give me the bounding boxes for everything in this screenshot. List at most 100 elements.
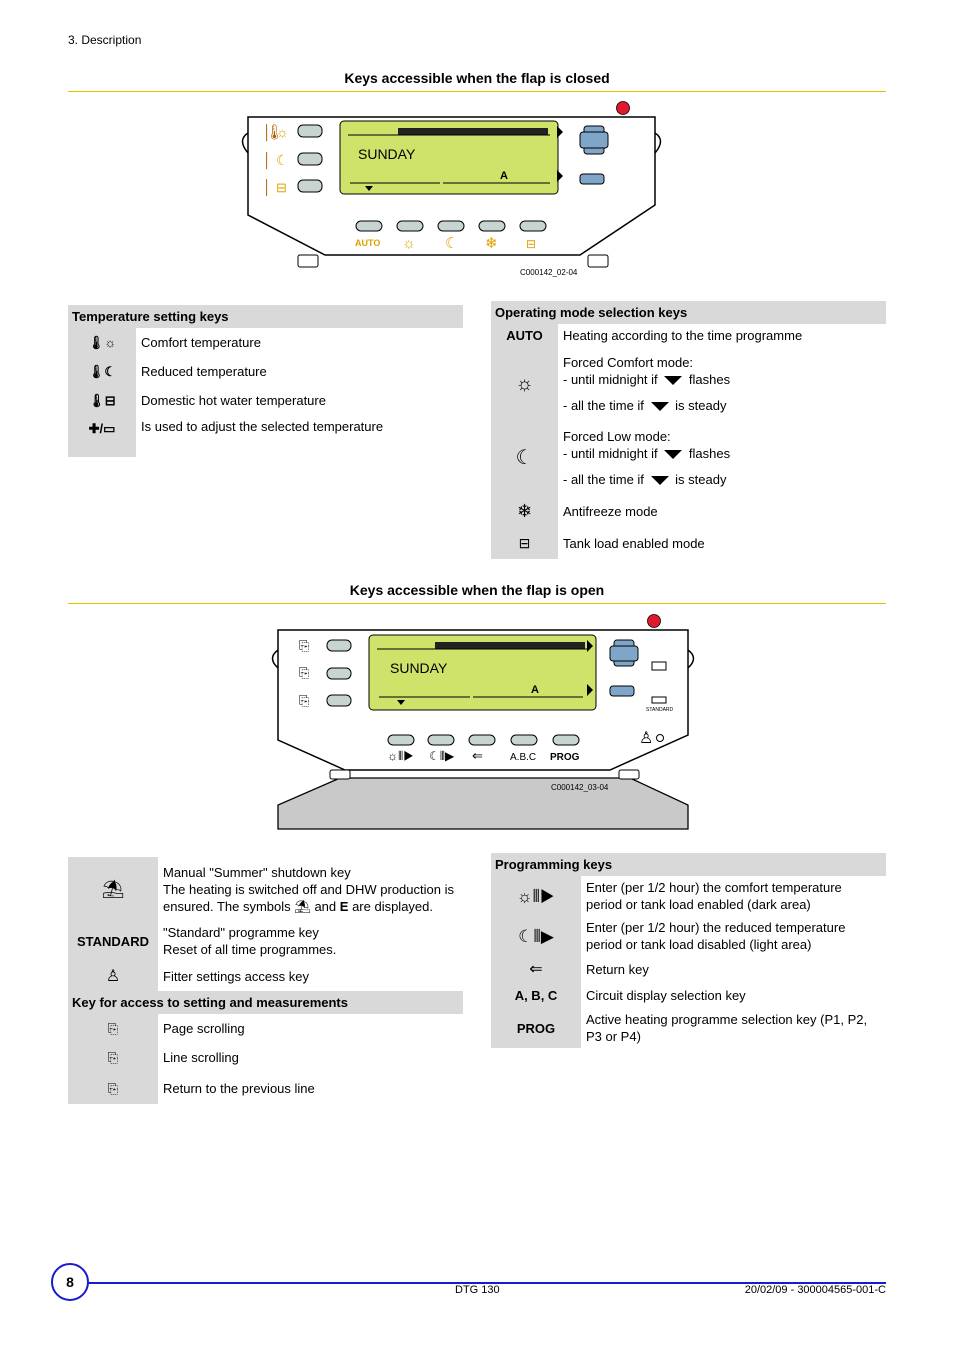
all-prefix: - all the time if [563,398,644,413]
svg-text:☼⦀▶: ☼⦀▶ [387,749,414,763]
access-keys-header: Key for access to setting and measuremen… [68,991,463,1014]
auto-text: Heating according to the time programme [563,328,803,343]
svg-text:☼: ☼ [402,235,416,252]
antifreeze-text: Antifreeze mode [563,503,658,519]
summer-symbol-icon: ⛱ [294,898,311,914]
thermometer-moon-icon: 🌡☾ [68,357,136,386]
svg-text:⊟: ⊟ [276,180,287,195]
abc-label: A, B, C [491,982,581,1008]
svg-text:☼: ☼ [276,124,289,140]
steady-triangle-icon [650,402,669,412]
svg-text:│: │ [263,124,272,142]
figure-code-open: C000142_03-04 [551,783,609,792]
footer-product: DTG 130 [455,1284,500,1296]
all-prefix: - all the time if [563,472,644,487]
section-title-closed: Keys accessible when the flap is closed [344,70,610,86]
page-scroll-text: Page scrolling [163,1021,245,1036]
until-prefix: - until midnight if [563,446,658,461]
temp-keys-header: Temperature setting keys [68,305,463,328]
svg-text:❄: ❄ [485,235,498,252]
prog-text: Active heating programme selection key (… [586,1012,868,1044]
svg-text:☾: ☾ [276,152,289,168]
svg-text:⊟: ⊟ [526,237,536,251]
mode-keys [355,220,547,232]
line-scroll-text: Line scrolling [163,1050,239,1065]
section-rule [68,91,886,92]
left-keys [297,124,323,193]
footer-rule [88,1282,886,1284]
page-number: 8 [51,1263,89,1301]
programming-keys [387,734,580,746]
summer-e-symbol: E [339,898,349,914]
abc-label: A.B.C [510,752,536,763]
plus-key [609,639,639,667]
fitter-text: Fitter settings access key [163,968,309,984]
standard-label: STANDARD [68,921,158,961]
breadcrumb: 3. Description [68,33,142,47]
abc-text: Circuit display selection key [586,987,746,1003]
reduced-enter-text: Enter (per 1/2 hour) the reduced tempera… [586,920,846,952]
comfort-key [297,124,323,138]
standard-small-label: STANDARD [646,707,674,713]
section-rule [68,603,886,604]
thermometer-tap-icon: 🌡⊟ [68,386,136,415]
thermometer-sun-icon: 🌡☼ [68,328,136,357]
figure-code-closed: C000142_02-04 [520,268,578,277]
power-led [647,614,661,628]
summer-shutdown-icon: ⛱ [68,857,158,921]
dhw-key [297,179,323,193]
all-suffix: is steady [675,472,727,487]
lcd-circuit: A [531,684,539,696]
page-scroll-key [326,639,352,652]
standard-line1: "Standard" programme key [163,925,319,940]
lcd-day: SUNDAY [358,146,416,162]
all-suffix: is steady [675,398,727,413]
svg-text:⎘: ⎘ [299,638,309,653]
prog-keys-header: Programming keys [491,853,886,876]
flash-triangle-icon [664,376,683,386]
minus-key [579,173,605,185]
steady-triangle-icon [650,476,669,486]
panel-closed-figure: 🌡 ☼ ☾ ⊟ │ │ │ SUNDAY A AUTO ☼ ☾ ❄ ⊟ C000… [241,101,662,277]
until-suffix: flashes [688,372,731,387]
temp-keys-table: Temperature setting keys 🌡☼ Comfort tempe… [68,305,463,457]
until-suffix: flashes [688,446,731,461]
power-led [616,101,630,115]
comfort-temp-text: Comfort temperature [141,335,261,350]
fitter-icon: ♙ [639,730,653,747]
tank-text: Tank load enabled mode [563,535,705,551]
auto-label: AUTO [355,238,380,248]
tank-icon: ⊟ [491,527,558,559]
open-flap [277,777,689,830]
summer-key [651,661,667,671]
panel-open-figure: ⎘ ⎘ ⎘ SUNDAY A STANDARD ♙ ☼⦀▶ ☾⦀▶ ⇐ A.B.… [271,614,695,830]
low-title: Forced Low mode: [563,429,671,444]
svg-text:│: │ [263,179,272,197]
lcd-day: SUNDAY [390,660,448,676]
auto-label: AUTO [491,324,558,347]
comfort-title: Forced Comfort mode: [563,355,694,370]
footer-ref: 20/02/09 - 300004565-001-C [744,1284,886,1296]
summer-title: Manual "Summer" shutdown key [163,864,351,880]
comfort-enter-text: Enter (per 1/2 hour) the comfort tempera… [586,880,842,912]
return-icon: ⇐ [491,956,581,982]
page-scroll-icon: ⎘ [68,1014,158,1043]
summer-line3a: ensured. The symbols [163,898,291,914]
svg-text:⇐: ⇐ [472,748,483,763]
until-prefix: - until midnight if [563,372,658,387]
lcd-display [339,120,559,195]
summer-line3b: and [314,898,337,914]
reduced-period-icon: ☾⦀▶ [491,916,581,956]
line-scroll-icon: ⎘ [68,1043,158,1072]
sun-icon: ☼ [491,347,558,421]
plus-key [579,125,609,155]
prog-label: PROG [550,752,580,763]
summer-line2: The heating is switched off and DHW prod… [163,881,454,897]
prog-keys-table: Programming keys ☼⦀▶Enter (per 1/2 hour)… [491,853,886,1048]
adjust-text: Is used to adjust the selected temperatu… [141,419,384,434]
minus-key [609,685,635,697]
return-key-text: Return key [586,961,649,977]
open-keys-table: ⛱ Manual "Summer" shutdown key The heati… [68,857,463,1104]
flash-triangle-icon [664,450,683,460]
mode-keys-header: Operating mode selection keys [491,301,886,324]
